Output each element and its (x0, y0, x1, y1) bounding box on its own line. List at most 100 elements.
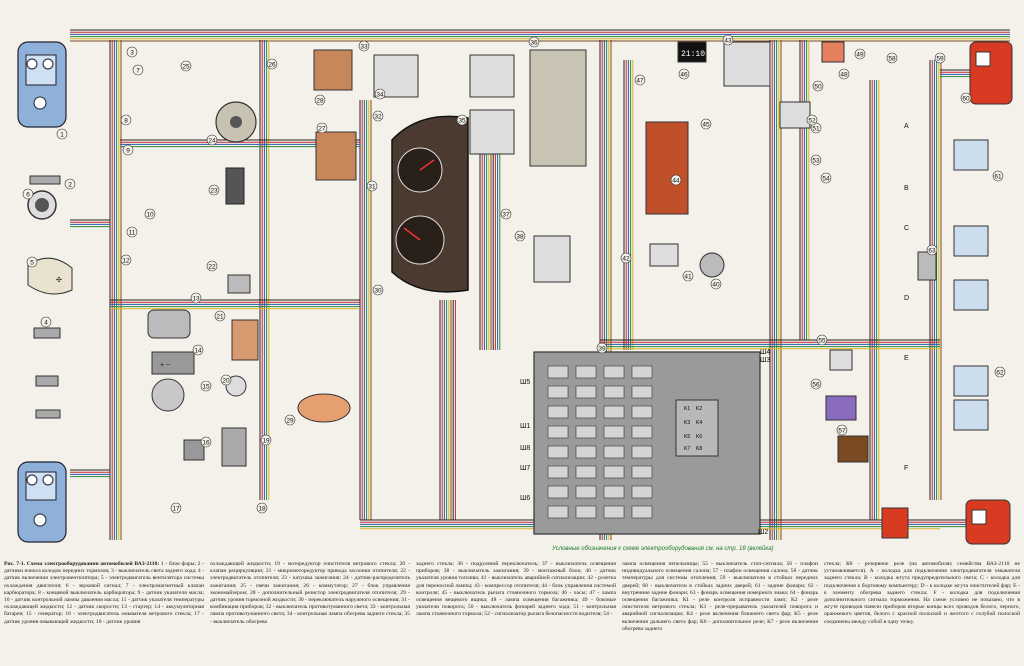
relay-label: K1 (684, 406, 690, 412)
clock-46: 21:10 (677, 41, 707, 63)
component-number: 17 (172, 505, 180, 512)
number-marker (374, 88, 386, 100)
component-number: 22 (208, 263, 216, 270)
number-marker (132, 64, 144, 76)
fuse (631, 385, 653, 399)
number-marker (960, 92, 972, 104)
fuse (603, 385, 625, 399)
ignition-coil-23 (225, 167, 245, 205)
horn-icon (27, 190, 57, 220)
resistor-28 (313, 49, 353, 91)
generator-15 (151, 378, 185, 412)
component-number: 33 (360, 43, 368, 50)
number-marker (372, 284, 384, 296)
purple-module (825, 395, 857, 421)
sensor-2b (29, 175, 61, 185)
connector-label: Ш6 (520, 495, 530, 502)
number-marker (122, 144, 134, 156)
component-number: 37 (502, 211, 510, 218)
component-number: 47 (636, 77, 644, 84)
fuse (603, 465, 625, 479)
number-marker (456, 114, 468, 126)
number-marker (372, 110, 384, 122)
fuse (603, 425, 625, 439)
component-number: 9 (126, 147, 130, 154)
clock-display: 21:10 (681, 50, 705, 59)
component-number: 48 (840, 71, 848, 78)
number-marker (722, 34, 734, 46)
connector-label: Ш5 (520, 379, 530, 386)
caption-col5: стекла; К8 - резервное реле (на автомоби… (824, 561, 1020, 625)
component-number: 58 (888, 55, 896, 62)
component-number: 24 (208, 137, 216, 144)
component-number: 40 (712, 281, 720, 288)
side-letter: C (904, 225, 909, 232)
component-number: 16 (202, 439, 210, 446)
fuse (547, 505, 569, 519)
component-number: 14 (194, 347, 202, 354)
relay-block-44 (645, 121, 689, 215)
side-letter: F (904, 465, 908, 472)
number-marker (170, 502, 182, 514)
number-marker (192, 344, 204, 356)
lamp-64 (917, 251, 937, 281)
number-marker (810, 154, 822, 166)
fuse (631, 405, 653, 419)
fuse (603, 505, 625, 519)
headlamp-left-bottom (17, 461, 67, 543)
number-marker (206, 134, 218, 146)
distributor-24 (215, 101, 257, 143)
component-number: 19 (262, 437, 270, 444)
number-marker (806, 114, 818, 126)
number-marker (260, 434, 272, 446)
component-number: 1 (60, 131, 64, 138)
number-marker (220, 374, 232, 386)
number-marker (812, 80, 824, 92)
fuse (631, 485, 653, 499)
switch-block-32 (373, 54, 515, 155)
component-number: 42 (622, 255, 630, 262)
fuse (603, 485, 625, 499)
mounting-block-39: Условные обозначения к схеме электрообор… (533, 351, 774, 552)
fuse (547, 465, 569, 479)
fuse (603, 405, 625, 419)
component-number: 25 (182, 63, 190, 70)
sensor-3 (35, 375, 59, 387)
number-marker (314, 94, 326, 106)
fuse (603, 365, 625, 379)
number-marker (206, 260, 218, 272)
component-number: 39 (598, 345, 606, 352)
component-number: 6 (26, 191, 30, 198)
figure-caption: Рис. 7-1. Схема электрооборудования авто… (4, 561, 1020, 665)
fuse (575, 465, 597, 479)
component-number: 21 (216, 313, 224, 320)
number-marker (514, 230, 526, 242)
number-marker (634, 74, 646, 86)
component-number: 13 (192, 295, 200, 302)
washer-motor-16 (183, 439, 205, 461)
component-number: 59 (936, 55, 944, 62)
relay-label: K4 (696, 420, 702, 426)
fan-icon: ✣ (27, 257, 73, 295)
side-letter: E (904, 355, 909, 362)
diagram-footnote: Условные обозначения к схеме электрообор… (551, 545, 774, 552)
number-marker (682, 270, 694, 282)
hazard-switch-41 (649, 243, 679, 267)
number-marker (22, 188, 34, 200)
number-marker (26, 256, 38, 268)
component-number: 28 (316, 97, 324, 104)
number-marker (126, 226, 138, 238)
component-number: 4 (44, 319, 48, 326)
svg-text:+ −: + − (160, 362, 170, 369)
number-marker (620, 252, 632, 264)
connector-label: Ш2 (758, 529, 768, 536)
component-number: 27 (318, 125, 326, 132)
relay-label: K7 (684, 446, 690, 452)
caption-col2: охлаждающей жидкости; 19 - моторедуктор … (210, 561, 410, 625)
caption-title: Рис. 7-1. Схема электрооборудования авто… (4, 561, 160, 567)
component-number: 46 (680, 71, 688, 78)
number-marker (810, 378, 822, 390)
relay-label: K5 (684, 434, 690, 440)
fuse (575, 485, 597, 499)
